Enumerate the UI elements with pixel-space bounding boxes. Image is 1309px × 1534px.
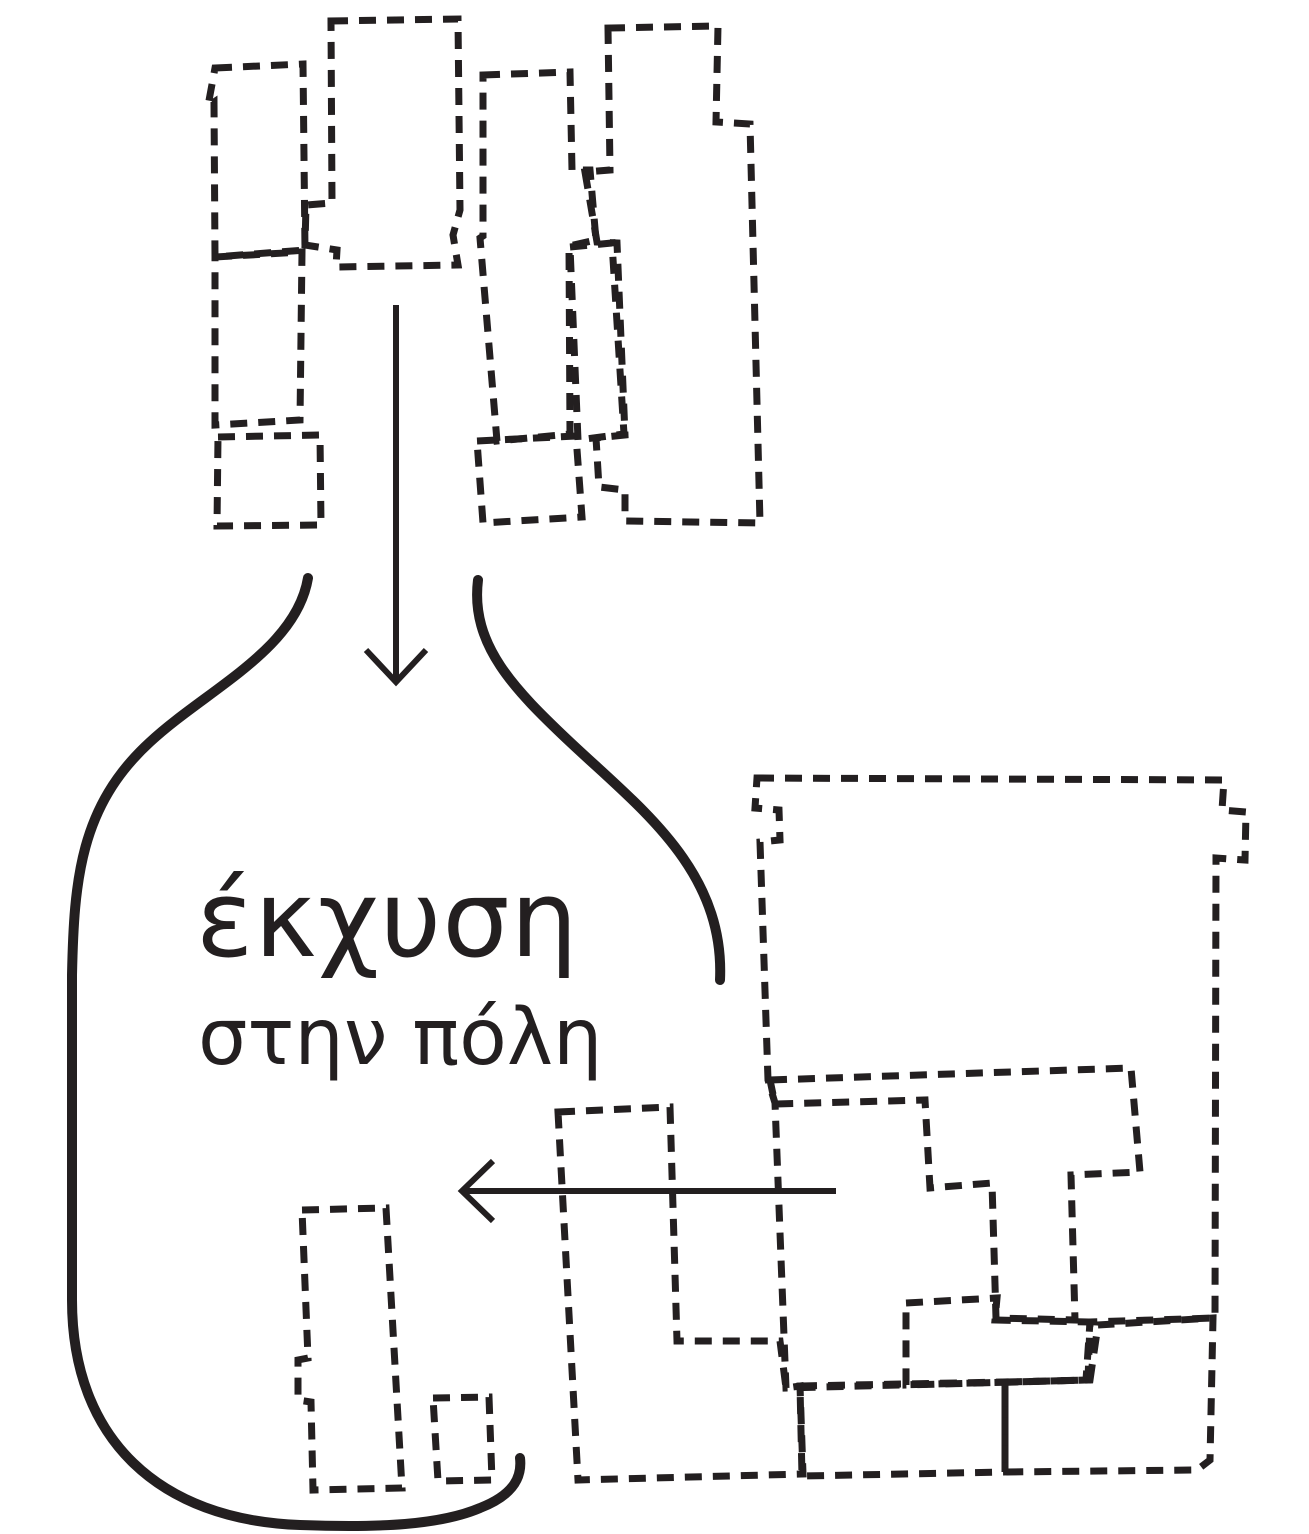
building-outline xyxy=(554,1103,807,1484)
building-outline xyxy=(203,60,309,261)
vessel-left-wall xyxy=(67,573,526,1532)
building-outline xyxy=(1001,1314,1217,1476)
vessel-right-wall xyxy=(472,575,726,985)
building-outline xyxy=(294,1204,406,1494)
building-outline xyxy=(566,239,628,444)
top-building-cluster xyxy=(203,15,764,530)
building-outline xyxy=(429,1393,496,1485)
building-outline xyxy=(211,248,306,429)
building-outline xyxy=(580,22,764,527)
right-building-cluster xyxy=(554,774,1250,1484)
label-sub: στην πόλη xyxy=(198,993,603,1083)
inner-building-cluster xyxy=(294,1204,496,1494)
label-main: έκχυση xyxy=(196,858,579,981)
arrow-left-head xyxy=(457,1158,496,1224)
building-outline xyxy=(213,431,325,530)
building-outline xyxy=(473,432,586,527)
arrow-left xyxy=(457,1158,836,1224)
arrow-down xyxy=(363,305,429,687)
building-outline xyxy=(902,1294,1094,1389)
building-outline xyxy=(301,15,464,271)
vessel-outline xyxy=(67,573,726,1532)
building-outline xyxy=(796,1378,1009,1480)
arrow-down-head xyxy=(363,647,429,687)
building-outline xyxy=(476,68,600,445)
